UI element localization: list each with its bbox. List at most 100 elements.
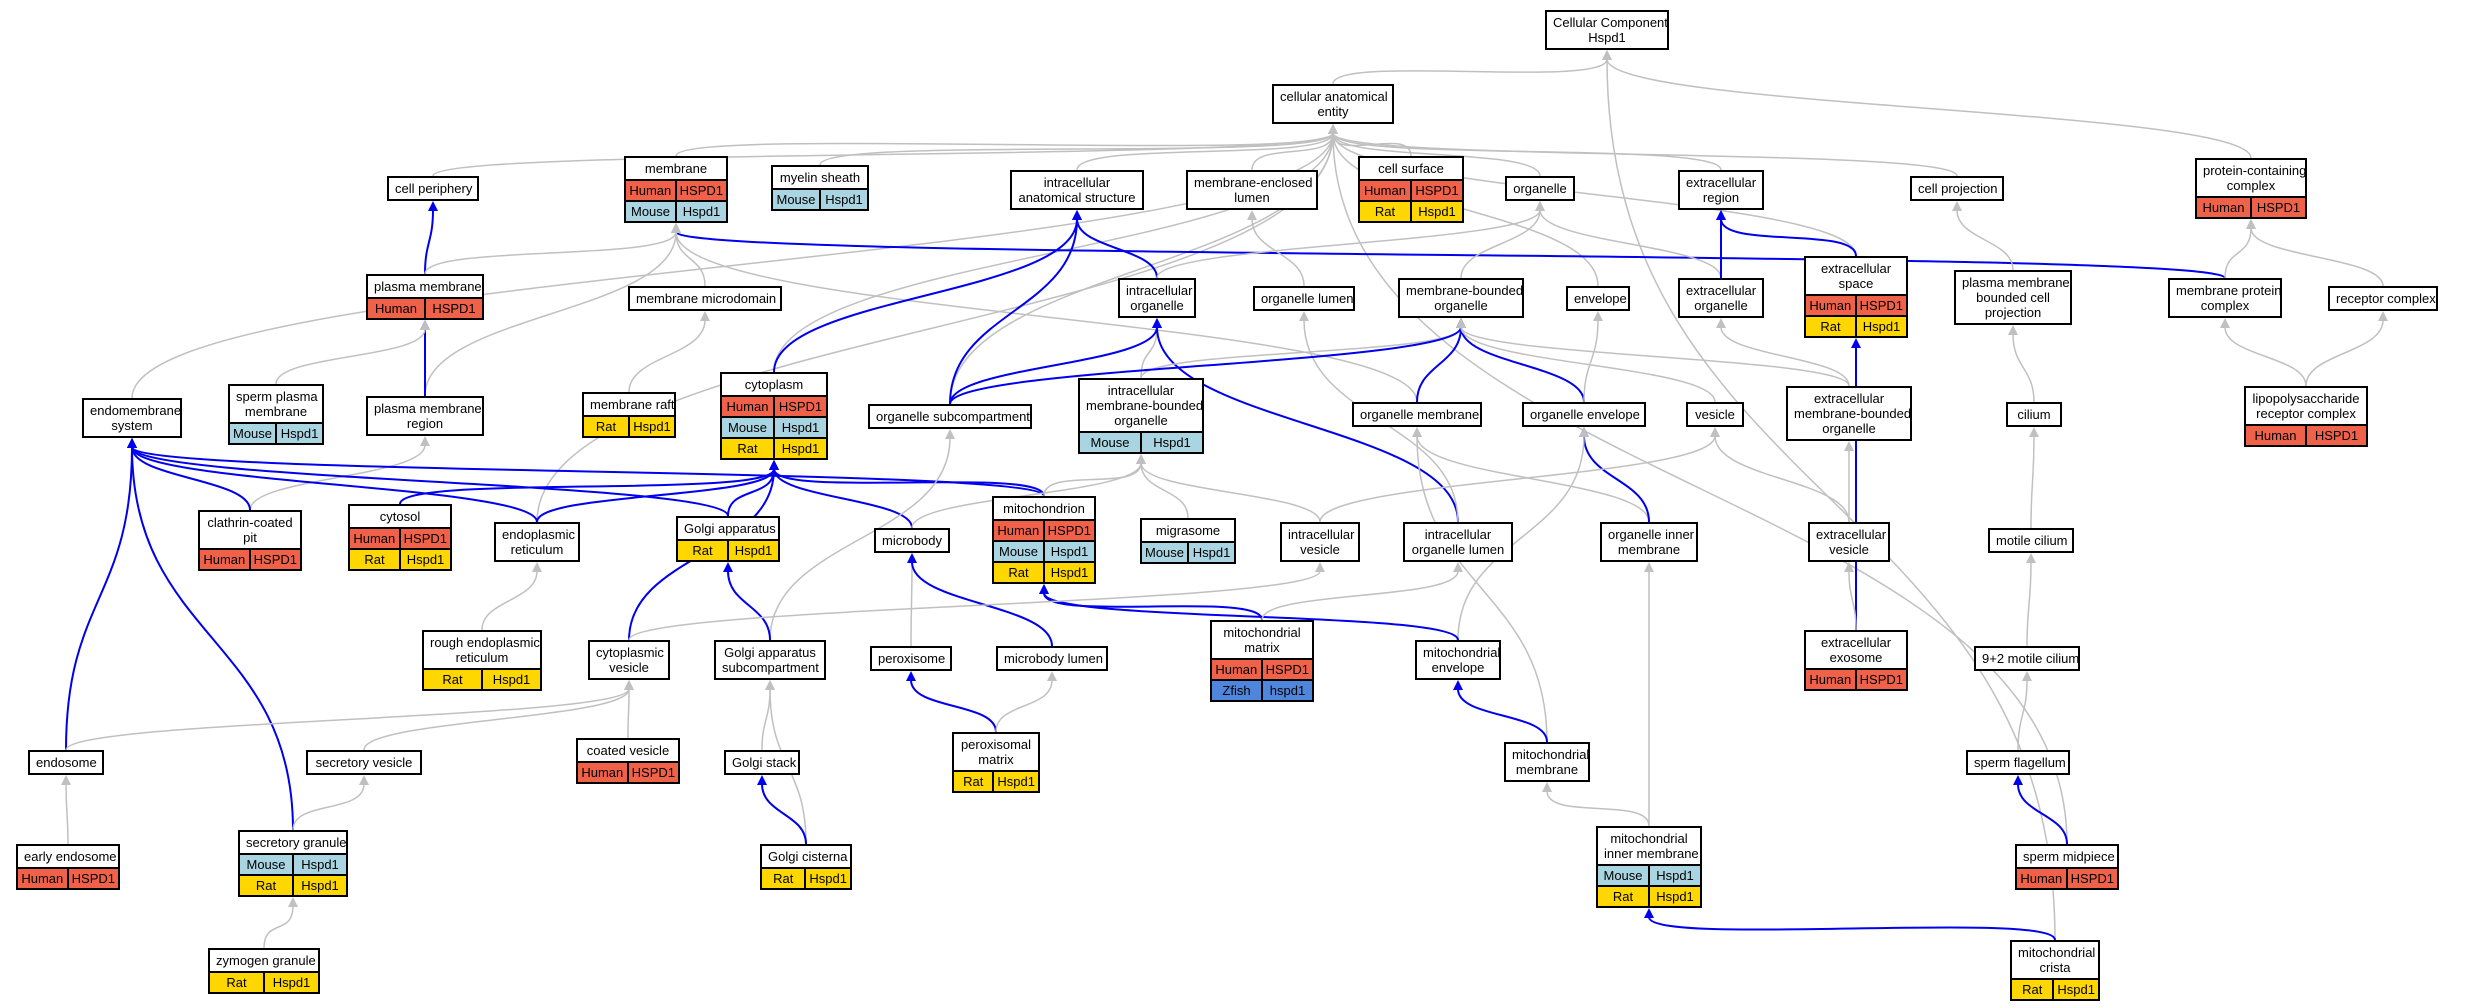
species-name: Mouse	[630, 204, 671, 219]
node-organelle-lumen[interactable]: organelle lumen	[1253, 286, 1355, 311]
species-name: Human	[353, 531, 396, 546]
edge-is_a	[1332, 132, 1958, 177]
edge-is_a	[628, 319, 706, 393]
node-cell-projection[interactable]: cell projection	[1910, 176, 2004, 201]
node-vesicle[interactable]: vesicle	[1686, 402, 1744, 427]
node-organelle-envelope[interactable]: organelle envelope	[1522, 402, 1646, 427]
node-cell-periphery[interactable]: cell periphery	[387, 176, 479, 201]
node-label: organelle membrane	[1360, 407, 1480, 422]
node-9-2-motile-cilium[interactable]: 9+2 motile cilium	[1974, 646, 2080, 671]
node-label: zymogen granule	[216, 953, 316, 968]
node-sperm-flagellum[interactable]: sperm flagellum	[1966, 750, 2070, 775]
species-name: Human	[2254, 428, 2297, 443]
arrowhead	[288, 897, 298, 907]
node-microbody-lumen[interactable]: microbody lumen	[996, 646, 1108, 671]
edge-is_a	[1156, 209, 1541, 279]
node-organelle-subcompartment[interactable]: organelle subcompartment	[868, 404, 1032, 429]
node-peroxisome[interactable]: peroxisome	[870, 646, 952, 671]
node-motile-cilium[interactable]: motile cilium	[1988, 528, 2074, 553]
arrowhead	[1542, 782, 1552, 792]
node-golgi-stack[interactable]: Golgi stack	[724, 750, 800, 775]
species-name: Rat	[1374, 204, 1396, 219]
node-organelle[interactable]: organelle	[1505, 176, 1575, 201]
node-cilium[interactable]: cilium	[2006, 402, 2062, 427]
node-label: Golgi cisterna	[768, 849, 848, 864]
node-membrane-microdomain[interactable]: membrane microdomain	[628, 286, 782, 311]
node-label: sperm flagellum	[1974, 755, 2066, 770]
edge-is_a	[249, 444, 426, 511]
node-secretory-vesicle[interactable]: secretory vesicle	[306, 750, 422, 775]
gene-symbol: Hspd1	[1648, 887, 1700, 906]
node-envelope[interactable]: envelope	[1566, 286, 1630, 311]
gene-symbol: Hspd1	[675, 202, 726, 221]
gene-symbol: Hspd1	[804, 869, 850, 888]
node-label: Golgi apparatus	[684, 521, 776, 536]
edge-is_a	[1076, 132, 1334, 171]
node-endosome[interactable]: endosome	[28, 750, 104, 775]
arrowhead	[1412, 427, 1422, 437]
arrowhead	[1136, 454, 1146, 464]
arrowhead	[765, 680, 775, 690]
node-organelle-membrane[interactable]: organelle membrane	[1352, 402, 1482, 427]
node-receptor-complex[interactable]: receptor complex	[2328, 286, 2438, 311]
node-microbody[interactable]: microbody	[874, 528, 950, 553]
